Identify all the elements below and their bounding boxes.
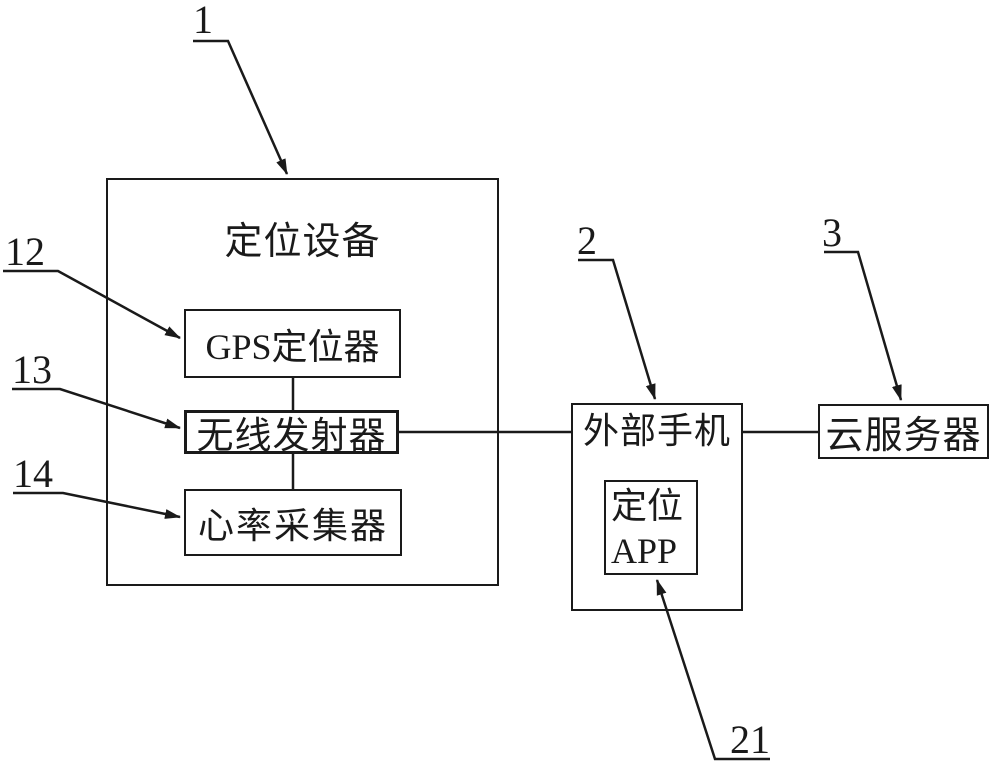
positioning-app-label-line2: APP xyxy=(611,531,678,571)
positioning-app-box: 定位 APP xyxy=(604,480,698,575)
gps-locator-box: GPS定位器 xyxy=(184,309,401,378)
wireless-transmitter-box: 无线发射器 xyxy=(184,410,399,457)
heart-rate-collector-label: 心率采集器 xyxy=(197,505,388,546)
leader-arrow-3 xyxy=(824,250,903,401)
external-phone-label: 外部手机 xyxy=(582,411,731,451)
gps-locator-label: GPS定位器 xyxy=(205,326,380,367)
ref-label-14: 14 xyxy=(13,451,53,496)
positioning-app-label-line1: 定位 xyxy=(611,486,684,526)
ref-label-13: 13 xyxy=(12,347,52,392)
wireless-transmitter-label: 无线发射器 xyxy=(196,416,387,457)
external-phone-box: 外部手机 定位 APP xyxy=(571,403,743,611)
leader-arrow-1 xyxy=(193,39,289,175)
cloud-server-box: 云服务器 xyxy=(818,404,989,459)
positioning-device-label: 定位设备 xyxy=(224,221,381,263)
ref-label-12: 12 xyxy=(5,229,45,274)
ref-label-21: 21 xyxy=(730,717,770,762)
positioning-device-box: 定位设备 xyxy=(106,178,499,586)
ref-label-3: 3 xyxy=(822,210,842,255)
ref-label-1: 1 xyxy=(193,0,213,42)
ref-label-2: 2 xyxy=(577,218,597,263)
heart-rate-collector-box: 心率采集器 xyxy=(184,489,402,556)
leader-arrow-2 xyxy=(578,258,657,400)
cloud-server-label: 云服务器 xyxy=(825,415,982,457)
